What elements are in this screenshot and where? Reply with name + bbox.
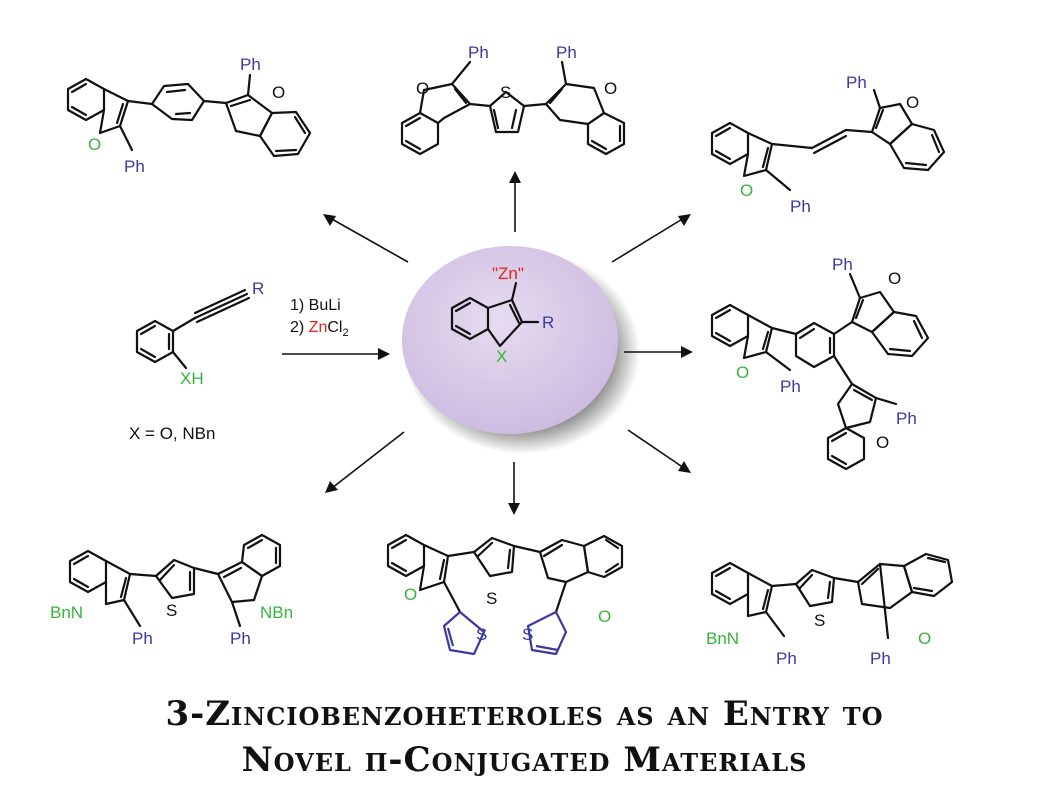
o-label: O — [416, 79, 429, 98]
o-label: O — [598, 607, 611, 626]
s-label: S — [500, 83, 511, 102]
o-label: O — [736, 363, 749, 382]
zinc-label: "Zn" — [492, 264, 524, 283]
product-bottom-center: O S O S S — [386, 533, 624, 656]
o-label: O — [404, 585, 417, 604]
product-top-center: O Ph S Ph O — [400, 43, 626, 156]
product-bottom-left: BnN Ph S Ph NBn — [50, 533, 293, 648]
reagent-arrow: 1) BuLi 2) ZnCl2 — [282, 297, 390, 360]
o-label: O — [88, 135, 101, 154]
s-label: S — [522, 625, 533, 644]
o-label: O — [272, 83, 285, 102]
o-label: O — [888, 269, 901, 288]
o-label: O — [876, 433, 889, 452]
product-arrows — [323, 171, 693, 515]
ph-label: Ph — [124, 157, 145, 176]
ph-label: Ph — [776, 649, 797, 668]
center-intermediate: "Zn" R X — [402, 246, 640, 454]
ph-label: Ph — [780, 377, 801, 396]
o-label: O — [604, 79, 617, 98]
o-label: O — [740, 181, 753, 200]
condition-label: X = O, NBn — [129, 424, 215, 443]
product-top-left: O Ph Ph O — [66, 55, 312, 176]
title-line-2: Novel π-Conjugated Materials — [241, 740, 808, 780]
ph-label: Ph — [846, 73, 867, 92]
o-label: O — [906, 93, 919, 112]
ph-label: Ph — [870, 649, 891, 668]
product-bottom-right: BnN Ph S Ph O — [706, 552, 954, 668]
ph-label: Ph — [240, 55, 261, 74]
sm-xh-label: XH — [180, 369, 204, 388]
product-right: O Ph Ph O Ph O — [710, 255, 930, 471]
bnn-label: BnN — [706, 629, 739, 648]
x-label: X — [496, 347, 507, 366]
reagent-step1: 1) BuLi — [290, 297, 341, 314]
ph-label: Ph — [896, 409, 917, 428]
ph-label: Ph — [556, 43, 577, 62]
s-label: S — [486, 589, 497, 608]
r-label: R — [542, 313, 554, 332]
ph-label: Ph — [468, 43, 489, 62]
s-label: S — [166, 601, 177, 620]
s-label: S — [476, 625, 487, 644]
ph-label: Ph — [832, 255, 853, 274]
s-label: S — [814, 611, 825, 630]
ph-label: Ph — [230, 629, 251, 648]
reagent-step2: 2) ZnCl2 — [290, 319, 349, 339]
title-line-1: 3-Zinciobenzoheteroles as an Entry to — [165, 694, 884, 734]
product-top-right: O Ph Ph O — [710, 73, 946, 216]
starting-material: R XH X = O, NBn — [129, 279, 264, 443]
disc — [402, 246, 618, 434]
ph-label: Ph — [132, 629, 153, 648]
bnn-label: BnN — [50, 603, 83, 622]
sm-r-label: R — [252, 279, 264, 298]
nbn-label: NBn — [260, 603, 293, 622]
o-label: O — [918, 629, 931, 648]
ph-label: Ph — [790, 197, 811, 216]
